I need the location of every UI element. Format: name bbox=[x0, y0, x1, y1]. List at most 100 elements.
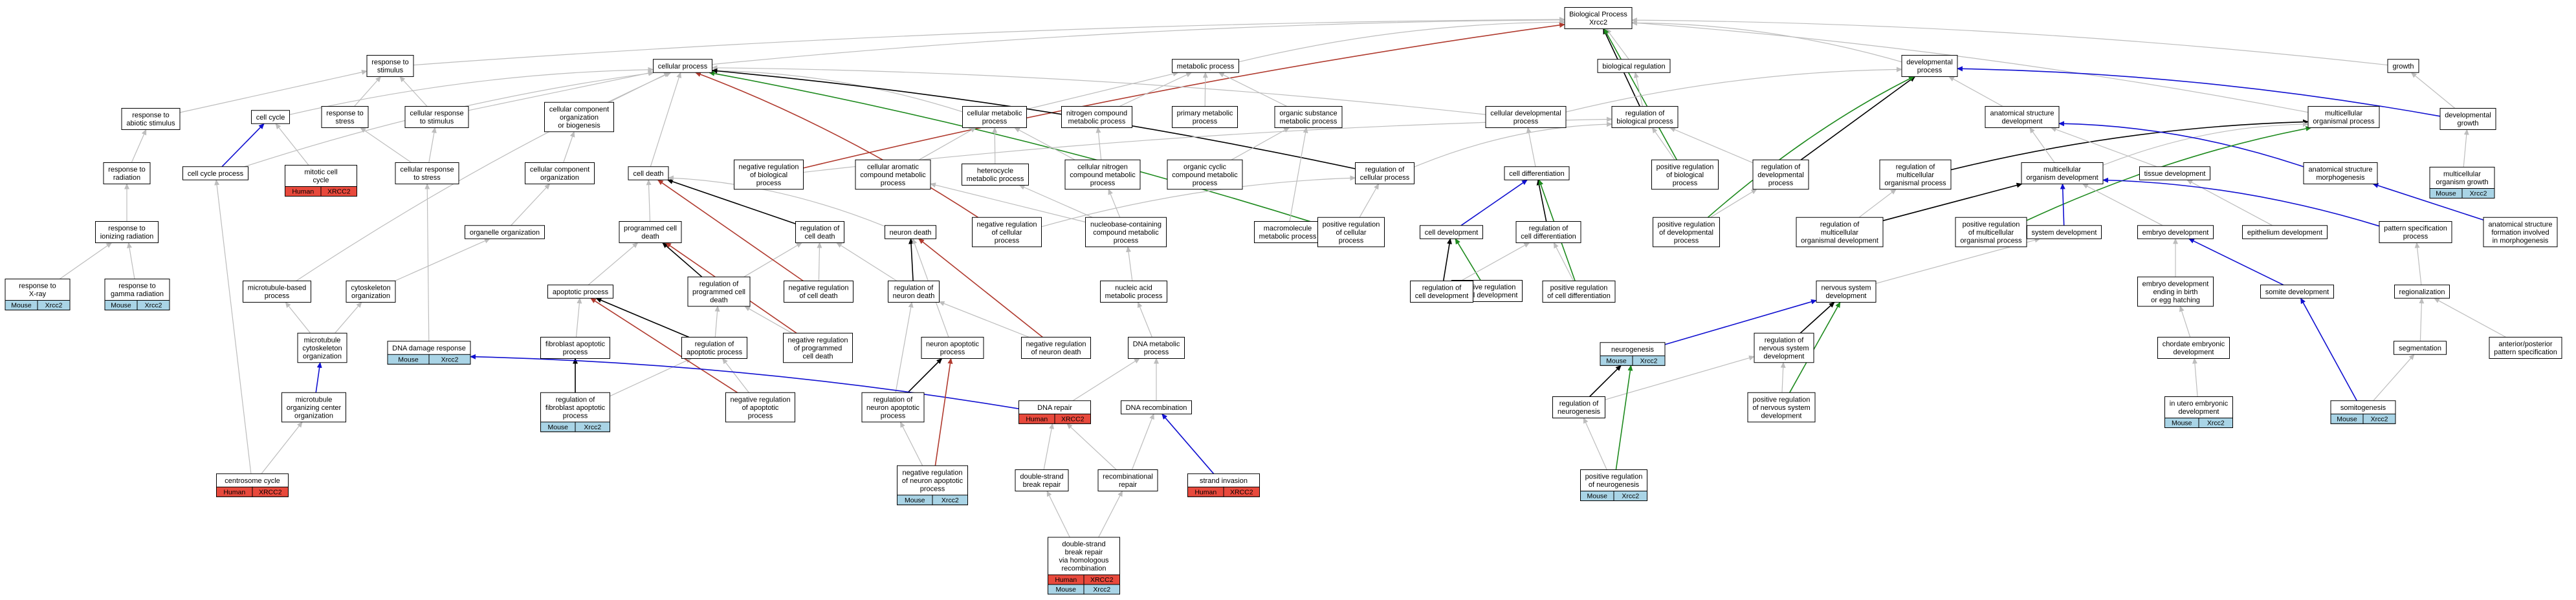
go-term-node-cell-death[interactable]: cell death bbox=[628, 166, 669, 180]
go-term-node-bio-reg[interactable]: biological regulation bbox=[1597, 59, 1671, 73]
go-term-node-dna-recomb[interactable]: DNA recombination bbox=[1121, 400, 1192, 414]
go-term-node-growth[interactable]: growth bbox=[2387, 59, 2419, 73]
go-term-node-cell-development[interactable]: cell development bbox=[1420, 225, 1483, 239]
go-term-node-segmentation[interactable]: segmentation bbox=[2394, 341, 2447, 355]
go-term-node-tissue-dev[interactable]: tissue development bbox=[2139, 166, 2210, 180]
go-term-node-system-dev[interactable]: system development bbox=[2027, 225, 2102, 239]
go-term-node-cell-cycle[interactable]: cell cycle bbox=[251, 110, 290, 124]
go-term-node-cell-cycle-proc[interactable]: cell cycle process bbox=[182, 166, 248, 180]
go-term-node-neuron-death[interactable]: neuron death bbox=[885, 225, 936, 239]
go-term-node-cellular-process[interactable]: cellular process bbox=[653, 59, 712, 73]
go-term-node-cell-diff[interactable]: cell differentiation bbox=[1504, 166, 1570, 180]
go-term-node-metabolic-process[interactable]: metabolic process bbox=[1172, 59, 1239, 73]
go-term-node-embryo-dev[interactable]: embryo development bbox=[2137, 225, 2214, 239]
go-term-node-organelle-org[interactable]: organelle organization bbox=[465, 225, 545, 239]
go-term-node-somite-dev[interactable]: somite development bbox=[2260, 284, 2334, 299]
go-term-node-apoptotic[interactable]: apoptotic process bbox=[547, 284, 613, 299]
